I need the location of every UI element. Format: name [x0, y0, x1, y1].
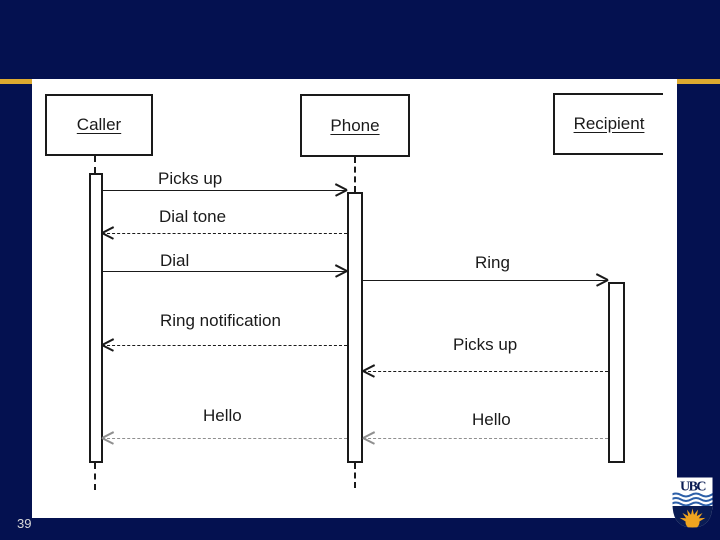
lifeline-caller-lower: [94, 463, 96, 490]
message-line: [102, 438, 347, 439]
lifeline-phone-upper: [354, 157, 356, 192]
message-label-hello-right: Hello: [472, 410, 511, 429]
lifeline-phone-lower: [354, 463, 356, 488]
participant-box-recipient: Recipient: [553, 93, 663, 155]
message-label-dial: Dial: [160, 251, 190, 270]
message-label-picks-up-2: Picks up: [453, 335, 518, 354]
ubc-crest-waves: [672, 492, 713, 507]
activation-bar-caller: [89, 173, 103, 463]
message-line: [102, 271, 347, 272]
ubc-logo: UBC: [672, 477, 713, 528]
message-label-ring-notification: Ring notification: [160, 311, 281, 330]
participant-name-phone: Phone: [330, 115, 380, 135]
message-label-hello-left: Hello: [203, 406, 242, 425]
activation-bar-phone: [347, 192, 363, 463]
message-line: [102, 345, 347, 346]
message-line: [102, 190, 347, 191]
activation-bar-recipient: [608, 282, 625, 463]
participant-name-caller: Caller: [76, 115, 122, 134]
message-line: [363, 371, 608, 372]
sequence-diagram-area: Caller Phone Recipient: [32, 79, 677, 518]
slide-number: 39: [17, 516, 32, 531]
lifeline-caller-upper: [94, 156, 96, 173]
message-label-picks-up-1: Picks up: [158, 169, 223, 188]
participant-box-phone: Phone: [300, 94, 410, 157]
ubc-crest-sun: [679, 508, 706, 528]
message-line: [363, 280, 608, 281]
message-label-ring: Ring: [475, 253, 510, 272]
message-line: [363, 438, 608, 439]
message-line: [102, 233, 347, 234]
ubc-wordmark: UBC: [680, 480, 706, 495]
participant-box-caller: Caller: [45, 94, 153, 156]
message-label-dial-tone: Dial tone: [159, 207, 227, 226]
participant-name-recipient: Recipient: [573, 114, 645, 133]
